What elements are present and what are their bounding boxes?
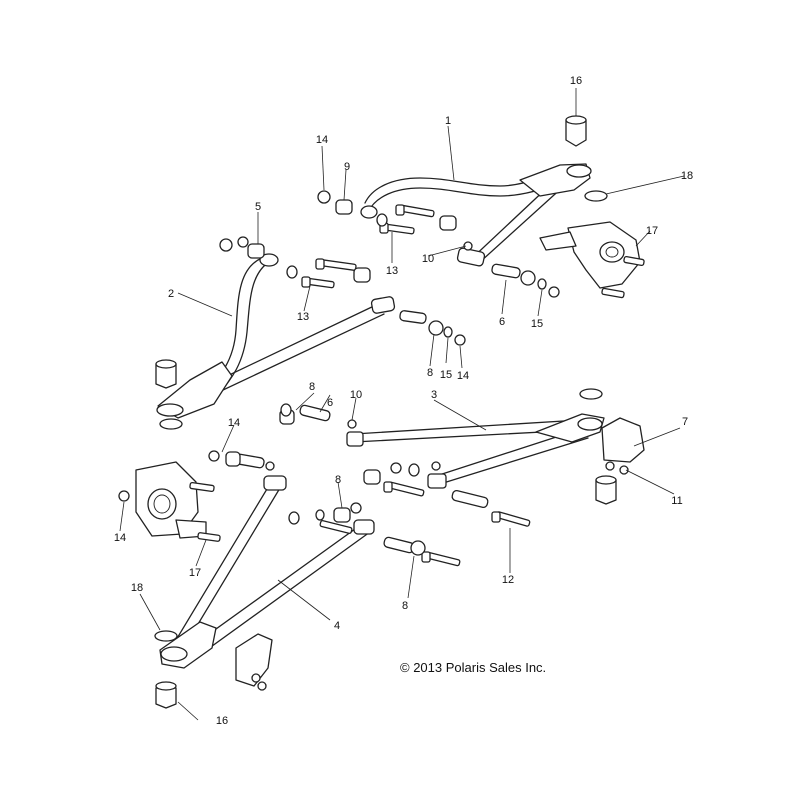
callout-1: 1 [445, 115, 451, 127]
callout-7: 7 [682, 416, 688, 428]
bushing-lower-1 [363, 469, 381, 485]
bushing-lower-2 [333, 507, 351, 523]
pivot-bolt-8 [319, 519, 353, 535]
pivot-bolt-3 [315, 258, 357, 271]
callout-16a: 16 [570, 75, 582, 87]
callout-11: 11 [671, 495, 682, 507]
callout-17a: 17 [646, 225, 658, 237]
pivot-tube-lower-left [383, 536, 415, 554]
callout-14c: 14 [228, 417, 240, 429]
callout-6a: 6 [499, 316, 505, 328]
bushing-lower-3 [225, 451, 241, 467]
callout-13a: 13 [386, 265, 398, 277]
bushing-right-arm [439, 215, 457, 231]
leader-lines [119, 88, 685, 721]
guard-plate-right [601, 417, 645, 463]
callout-12: 12 [502, 574, 514, 586]
callout-18b: 18 [131, 582, 143, 594]
spindle-bolt-right [601, 255, 645, 299]
pivot-bolt-7 [421, 551, 461, 567]
pivot-tube-middle [299, 404, 331, 422]
pivot-bolt-5 [383, 481, 425, 497]
retaining-ring-left [159, 418, 183, 430]
ball-joint-right-mid [595, 475, 617, 505]
pivot-tube-left-top [399, 310, 427, 324]
callout-8c: 8 [335, 474, 341, 486]
spindle-bolt-left [189, 481, 221, 542]
callout-15a: 15 [440, 369, 452, 381]
callout-15b: 15 [531, 318, 543, 330]
bushing-9 [335, 199, 353, 215]
callout-10b: 10 [350, 389, 362, 401]
retaining-ring-bottom [154, 630, 178, 642]
callout-14b: 14 [457, 370, 469, 382]
ball-joint-bottom [155, 681, 177, 709]
lower-a-arm-right [346, 413, 605, 489]
callout-8d: 8 [402, 600, 408, 612]
callout-8b: 8 [427, 367, 433, 379]
callout-4: 4 [334, 620, 340, 632]
pivot-bolt-6 [491, 511, 531, 527]
callout-10a: 10 [422, 253, 434, 265]
upper-a-arm-left [156, 253, 396, 419]
spindle-knuckle-right [539, 221, 641, 289]
ball-joint-top [565, 115, 587, 147]
upper-a-arm-right [360, 163, 592, 267]
bushing-left-arm [353, 267, 371, 283]
bushing-upper-left [247, 243, 265, 259]
nuts-and-washers [118, 190, 629, 691]
pivot-tube-right-top [491, 263, 521, 279]
pivot-tube-lower-right [451, 489, 489, 509]
callout-14a: 14 [316, 134, 328, 146]
pivot-bolt-2 [379, 222, 415, 235]
copyright-notice: © 2013 Polaris Sales Inc. [400, 660, 546, 675]
lower-a-arm-left [159, 475, 375, 669]
ball-joint-left-mid [155, 359, 177, 389]
callout-16b: 16 [216, 715, 228, 727]
callout-5: 5 [255, 201, 261, 213]
callout-8a: 8 [309, 381, 315, 393]
callout-2: 2 [168, 288, 174, 300]
retaining-ring-top [584, 190, 608, 202]
callout-17b: 17 [189, 567, 201, 579]
callout-18a: 18 [681, 170, 693, 182]
callout-14d: 14 [114, 532, 126, 544]
callout-3: 3 [431, 389, 437, 401]
spindle-knuckle-left [135, 461, 207, 539]
callout-13b: 13 [297, 311, 309, 323]
retaining-ring-right [579, 388, 603, 400]
callout-9: 9 [344, 161, 350, 173]
guard-plate-left [235, 633, 273, 687]
pivot-bolt-1 [395, 204, 435, 218]
pivot-bolt-4 [301, 276, 335, 289]
callout-labels: 1 2 3 4 5 6 6 7 8 8 8 8 9 10 10 11 12 13… [114, 75, 693, 727]
callout-6b: 6 [327, 397, 333, 409]
